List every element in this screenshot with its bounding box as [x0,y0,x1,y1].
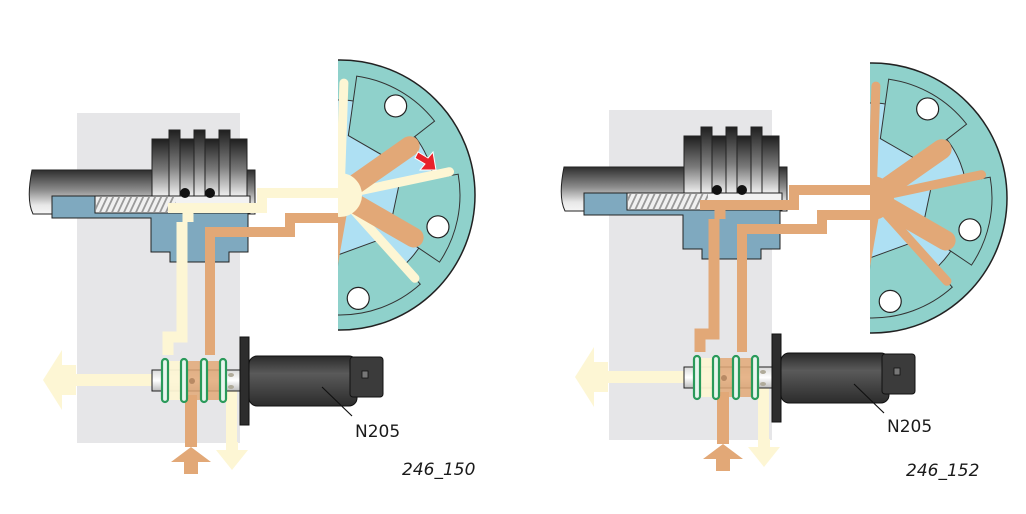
vane-adjuster [338,59,476,331]
oil-return-line-left [607,371,687,383]
bolt-thread [628,194,708,209]
rotation-direction-arrow-icon [414,150,437,171]
vane-chamber-pressure [878,139,952,197]
bolt-hole [916,97,940,121]
seal-ring [160,357,170,404]
oil-return-arrow-left-body [60,365,76,395]
sprocket-tooth [193,129,206,197]
bolt-hole [384,94,408,118]
rotor-hub [338,173,362,217]
vane-chamber-pressure [870,207,879,267]
oil-supply-arrow [703,444,743,471]
connector-pin [361,370,369,379]
leader-line [853,383,885,414]
bolt-hole [958,218,982,242]
oil-return-line-down [758,387,769,444]
seal-ring [692,354,702,401]
oil-channel-a-horizontal [700,185,877,210]
oil-bore [205,188,215,198]
bolt-thread [96,197,176,212]
oil-return-stub [226,442,238,452]
spool-port [228,385,234,389]
spool-pin [189,378,195,384]
oil-return-arrow-down [748,447,780,467]
vane-chamber-pressure [338,204,347,264]
oil-supply-line [717,392,729,444]
spool-pin [721,375,727,381]
oil-supply-line [185,395,197,447]
oil-supply-arrow [171,447,211,474]
solenoid-flange [771,333,782,423]
rotor-hub [870,176,894,220]
oil-channel-a-horizontal [168,188,345,213]
sprocket-tooth [750,126,763,194]
seal-ring [750,354,760,401]
bolt-hole [346,286,370,311]
oil-channel-a-vertical [162,222,188,355]
bolt-hole [426,215,450,239]
sprocket-tooth [218,129,231,197]
seal-ring [179,357,189,404]
solenoid-flange [239,336,250,426]
spool-port [228,373,234,377]
figure-number: 246_152 [906,461,979,481]
vane-chamber-pressure [346,136,420,194]
seal-ring [711,354,721,401]
vane-adjuster [870,62,1008,334]
connector-pin [893,367,901,376]
oil-bore [712,185,722,195]
panel-right [560,62,1008,471]
panel-left [28,59,476,474]
sprocket-tooth [725,126,738,194]
oil-bore [180,188,190,198]
solenoid-label: N205 [355,422,400,442]
seal-ring [731,354,741,401]
oil-return-arrow-left-body [592,362,608,392]
oil-channel-a-vertical [694,219,720,352]
oil-return-line-down [226,390,237,447]
seal-ring [218,357,228,404]
seal-ring [199,357,209,404]
figure-number: 246_150 [402,460,475,480]
oil-return-line-left [75,374,155,386]
oil-return-arrow-left [43,350,62,410]
solenoid-label: N205 [887,417,932,437]
spool-port [760,382,766,386]
sprocket-tooth [168,129,181,197]
oil-return-arrow-down [216,450,248,470]
sprocket-tooth [700,126,713,194]
leader-line [321,386,353,417]
vane-chamber-pressure [347,195,424,248]
solenoid-body [780,352,890,404]
solenoid-body [248,355,358,407]
spool-port [760,370,766,374]
oil-return-arrow-left [575,347,594,407]
oil-channel-b [737,210,892,352]
oil-channel-b [205,213,360,355]
bolt-hole [878,289,902,314]
oil-bore [737,185,747,195]
oil-return-stub [758,439,770,449]
vane-chamber-pressure [879,198,956,251]
